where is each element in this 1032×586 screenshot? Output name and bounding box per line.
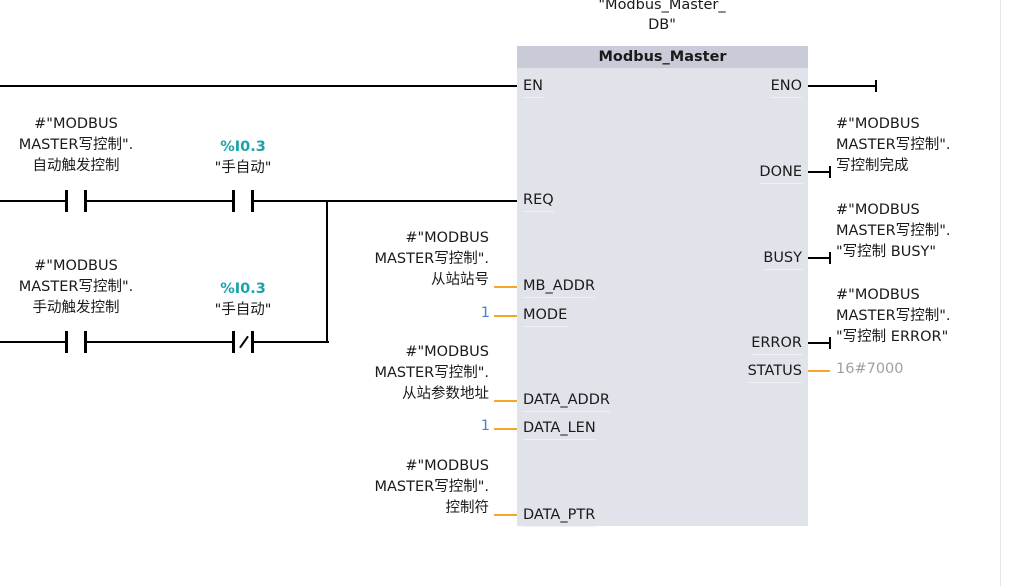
- operand-line: #"MODBUS: [836, 116, 920, 132]
- done-operand[interactable]: #"MODBUS MASTER写控制". 写控制完成: [836, 114, 951, 177]
- operand-line: "写控制 BUSY": [836, 244, 937, 260]
- operand-line: #"MODBUS: [836, 287, 920, 303]
- busy-wire: [808, 257, 830, 259]
- operand-line: MASTER写控制".: [18, 137, 134, 153]
- pin-data-addr[interactable]: DATA_ADDR: [523, 391, 610, 412]
- operand-line: #"MODBUS: [836, 202, 920, 218]
- mode-value[interactable]: 1: [480, 305, 490, 321]
- instance-db-line: "Modbus_Master_: [598, 0, 726, 13]
- operand-line: MASTER写控制".: [374, 251, 489, 267]
- status-wire: [808, 370, 830, 372]
- en-wire: [0, 85, 517, 87]
- block-title: Modbus_Master: [517, 46, 808, 68]
- operand-line: 自动触发控制: [32, 158, 120, 174]
- operand-line: MASTER写控制".: [836, 137, 951, 153]
- operand-line: 写控制完成: [836, 158, 909, 174]
- operand-line: 手动触发控制: [32, 300, 120, 316]
- rung-lower: [0, 341, 65, 343]
- operand-line: MASTER写控制".: [836, 223, 951, 239]
- mb-addr-wire: [494, 286, 517, 288]
- contact-manual-trigger[interactable]: [65, 331, 87, 353]
- contact-operand[interactable]: %I0.3 "手自动": [215, 137, 272, 179]
- data-ptr-operand[interactable]: #"MODBUS MASTER写控制". 控制符: [374, 456, 489, 519]
- done-terminator: [829, 166, 831, 178]
- pin-done[interactable]: DONE: [759, 163, 802, 184]
- pin-req[interactable]: REQ: [523, 191, 554, 212]
- modbus-master-block[interactable]: Modbus_Master: [517, 46, 808, 526]
- operand-line: 控制符: [445, 500, 490, 516]
- branch-wire: [326, 200, 328, 343]
- instance-db-line: DB": [648, 17, 676, 33]
- pin-mode[interactable]: MODE: [523, 306, 568, 327]
- contact-hand-auto-nc[interactable]: [232, 331, 254, 353]
- contact-operand[interactable]: %I0.3 "手自动": [215, 279, 272, 321]
- error-operand[interactable]: #"MODBUS MASTER写控制". "写控制 ERROR": [836, 285, 951, 348]
- operand-line: MASTER写控制".: [18, 279, 134, 295]
- data-addr-wire: [494, 400, 517, 402]
- operand-line: "写控制 ERROR": [836, 329, 949, 345]
- rung-upper: [254, 200, 517, 202]
- eno-terminator: [875, 80, 877, 92]
- rung-lower: [254, 341, 329, 343]
- pin-en[interactable]: EN: [523, 77, 544, 98]
- rung-upper: [0, 200, 65, 202]
- busy-terminator: [829, 252, 831, 264]
- operand-line: #"MODBUS: [405, 458, 489, 474]
- instance-db-label[interactable]: "Modbus_Master_ DB": [598, 0, 725, 35]
- error-terminator: [829, 337, 831, 349]
- operand-line: MASTER写控制".: [374, 365, 489, 381]
- rung-lower: [87, 341, 232, 343]
- error-wire: [808, 342, 830, 344]
- nc-slash: [239, 335, 249, 349]
- operand-line: 从站参数地址: [402, 386, 489, 402]
- operand-line: #"MODBUS: [34, 116, 118, 132]
- pin-error[interactable]: ERROR: [751, 334, 802, 355]
- operand-line: MASTER写控制".: [374, 479, 489, 495]
- contact-operand[interactable]: #"MODBUS MASTER写控制". 手动触发控制: [19, 256, 134, 319]
- eno-wire: [808, 85, 876, 87]
- data-len-value[interactable]: 1: [480, 418, 490, 434]
- operand-address: %I0.3: [220, 281, 266, 297]
- data-len-wire: [494, 428, 517, 430]
- pin-mb-addr[interactable]: MB_ADDR: [523, 277, 596, 298]
- pin-busy[interactable]: BUSY: [763, 249, 802, 270]
- editor-border: [1000, 0, 1001, 586]
- operand-line: #"MODBUS: [405, 344, 489, 360]
- status-value[interactable]: 16#7000: [836, 361, 904, 377]
- mb-addr-operand[interactable]: #"MODBUS MASTER写控制". 从站站号: [374, 228, 489, 291]
- operand-line: 从站站号: [431, 272, 489, 288]
- data-ptr-wire: [494, 514, 517, 516]
- operand-line: #"MODBUS: [34, 258, 118, 274]
- contact-operand[interactable]: #"MODBUS MASTER写控制". 自动触发控制: [19, 114, 134, 177]
- done-wire: [808, 171, 830, 173]
- mode-wire: [494, 315, 517, 317]
- operand-address: %I0.3: [220, 139, 266, 155]
- operand-symbol: "手自动": [214, 160, 272, 176]
- data-addr-operand[interactable]: #"MODBUS MASTER写控制". 从站参数地址: [374, 342, 489, 405]
- contact-hand-auto-no[interactable]: [232, 190, 254, 212]
- pin-eno[interactable]: ENO: [770, 77, 802, 98]
- busy-operand[interactable]: #"MODBUS MASTER写控制". "写控制 BUSY": [836, 200, 951, 263]
- pin-status[interactable]: STATUS: [747, 362, 802, 383]
- operand-line: MASTER写控制".: [836, 308, 951, 324]
- contact-auto-trigger[interactable]: [65, 190, 87, 212]
- rung-upper: [87, 200, 232, 202]
- pin-data-len[interactable]: DATA_LEN: [523, 419, 596, 440]
- pin-data-ptr[interactable]: DATA_PTR: [523, 506, 596, 527]
- operand-symbol: "手自动": [214, 302, 272, 318]
- operand-line: #"MODBUS: [405, 230, 489, 246]
